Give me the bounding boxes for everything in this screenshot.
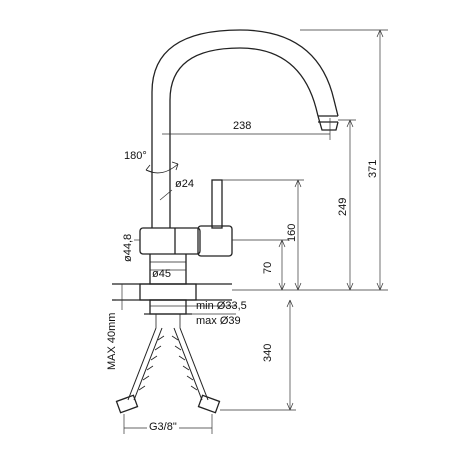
hole-max-label: max Ø39 bbox=[196, 315, 241, 327]
rotation-label: 180° bbox=[124, 150, 147, 162]
spout bbox=[151, 29, 339, 228]
overall-height-label: 371 bbox=[367, 159, 379, 178]
outlet-height-label: 249 bbox=[337, 197, 349, 216]
rotation-arrow bbox=[145, 161, 179, 174]
spout-diameter-label: ø24 bbox=[175, 178, 194, 190]
lever-height-label: 160 bbox=[286, 223, 298, 242]
lever-handle bbox=[211, 179, 223, 229]
flexible-hoses bbox=[115, 327, 221, 414]
hose-length-label: 340 bbox=[262, 343, 274, 362]
max-deck-label: MAX 40mm bbox=[106, 312, 118, 370]
dimension-lines bbox=[116, 29, 388, 434]
base-diameter-label: ø45 bbox=[152, 268, 171, 280]
hose-thread-label: G3/8" bbox=[147, 421, 179, 433]
reach-label: 238 bbox=[233, 120, 252, 132]
body-height-label: 70 bbox=[262, 261, 274, 274]
body-diameter-label: ø44,8 bbox=[122, 233, 134, 262]
hole-min-label: min Ø33,5 bbox=[196, 300, 247, 312]
